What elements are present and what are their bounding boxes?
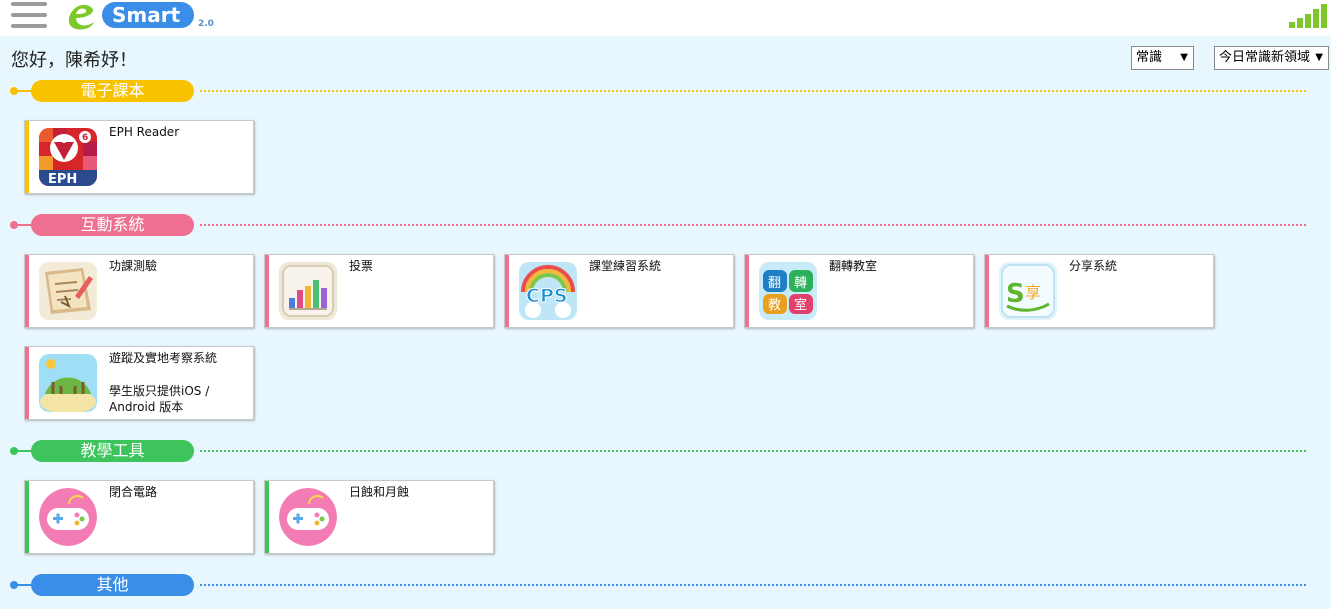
svg-text:轉: 轉 [794,276,807,291]
svg-text:S: S [1006,279,1025,309]
esmart-logo[interactable]: Smart 2.0 [66,0,226,34]
hamburger-menu-icon[interactable] [11,0,49,32]
app-card-field-trip[interactable]: 遊蹤及實地考察系統 學生版只提供iOS / Android 版本 [24,346,254,420]
svg-text:翻: 翻 [768,276,781,291]
app-card-closed-circuit[interactable]: 閉合電路 [24,480,254,554]
svg-text:室: 室 [794,297,807,313]
logo-version: 2.0 [198,19,214,29]
app-card-title: 日蝕和月蝕 [349,485,410,499]
top-bar: Smart 2.0 [0,0,1331,36]
app-card-title: 功課測驗 [109,259,158,273]
section-title: 教學工具 [31,440,194,462]
svg-text:EPH: EPH [48,172,77,186]
svg-text:CPS: CPS [526,285,568,307]
app-card-title: 翻轉教室 [829,259,878,273]
app-card-title: 分享系統 [1069,259,1118,273]
app-card-title: 閉合電路 [109,485,158,499]
section-header-ebook: 電子課本 [10,80,1306,102]
app-card-title: EPH Reader [109,125,180,139]
dropdown-arrow-icon: ▼ [1180,52,1188,63]
app-card-subtitle: 學生版只提供iOS / Android 版本 [109,384,210,414]
cps-icon: CPS [519,262,577,320]
topic-select[interactable]: 今日常識新領域 ▼ [1214,46,1329,70]
subject-select-value: 常識 [1136,50,1163,65]
app-card-title: 投票 [349,259,374,273]
app-card-homework-quiz[interactable]: 功課測驗 [24,254,254,328]
app-card-voting[interactable]: 投票 [264,254,494,328]
logo-text: Smart [112,3,181,27]
app-card-cps[interactable]: CPS 課堂練習系統 [504,254,734,328]
flipped-classroom-icon: 翻 轉 教 室 [759,262,817,320]
dropdown-arrow-icon: ▼ [1315,52,1323,63]
share-system-icon: S 享 [999,262,1057,320]
greeting-text: 您好，陳希妤！ [11,50,137,71]
app-card-title: 遊蹤及實地考察系統 [109,351,218,365]
section-title: 互動系統 [31,214,194,236]
section-header-others: 其他 [10,574,1306,596]
subject-select[interactable]: 常識 ▼ [1131,46,1194,70]
svg-text:享: 享 [1025,283,1041,302]
eph-reader-icon: 6 EPH [39,128,97,186]
signal-strength-icon [1289,4,1327,28]
app-card-flipped-classroom[interactable]: 翻 轉 教 室 翻轉教室 [744,254,974,328]
app-card-share-system[interactable]: S 享 分享系統 [984,254,1214,328]
section-title: 其他 [31,574,194,596]
section-header-interactive: 互動系統 [10,214,1306,236]
topic-select-value: 今日常識新領域 [1219,50,1311,65]
app-card-eclipse[interactable]: 日蝕和月蝕 [264,480,494,554]
app-card-title: 課堂練習系統 [589,259,662,273]
gamepad-icon [279,488,337,546]
app-card-eph-reader[interactable]: 6 EPH EPH Reader [24,120,254,194]
svg-text:6: 6 [82,133,88,143]
section-header-teaching-tools: 教學工具 [10,440,1306,462]
voting-chart-icon [279,262,337,320]
homework-quiz-icon [39,262,97,320]
field-trip-icon [39,354,97,412]
section-title: 電子課本 [31,80,194,102]
svg-text:教: 教 [768,297,781,313]
gamepad-icon [39,488,97,546]
